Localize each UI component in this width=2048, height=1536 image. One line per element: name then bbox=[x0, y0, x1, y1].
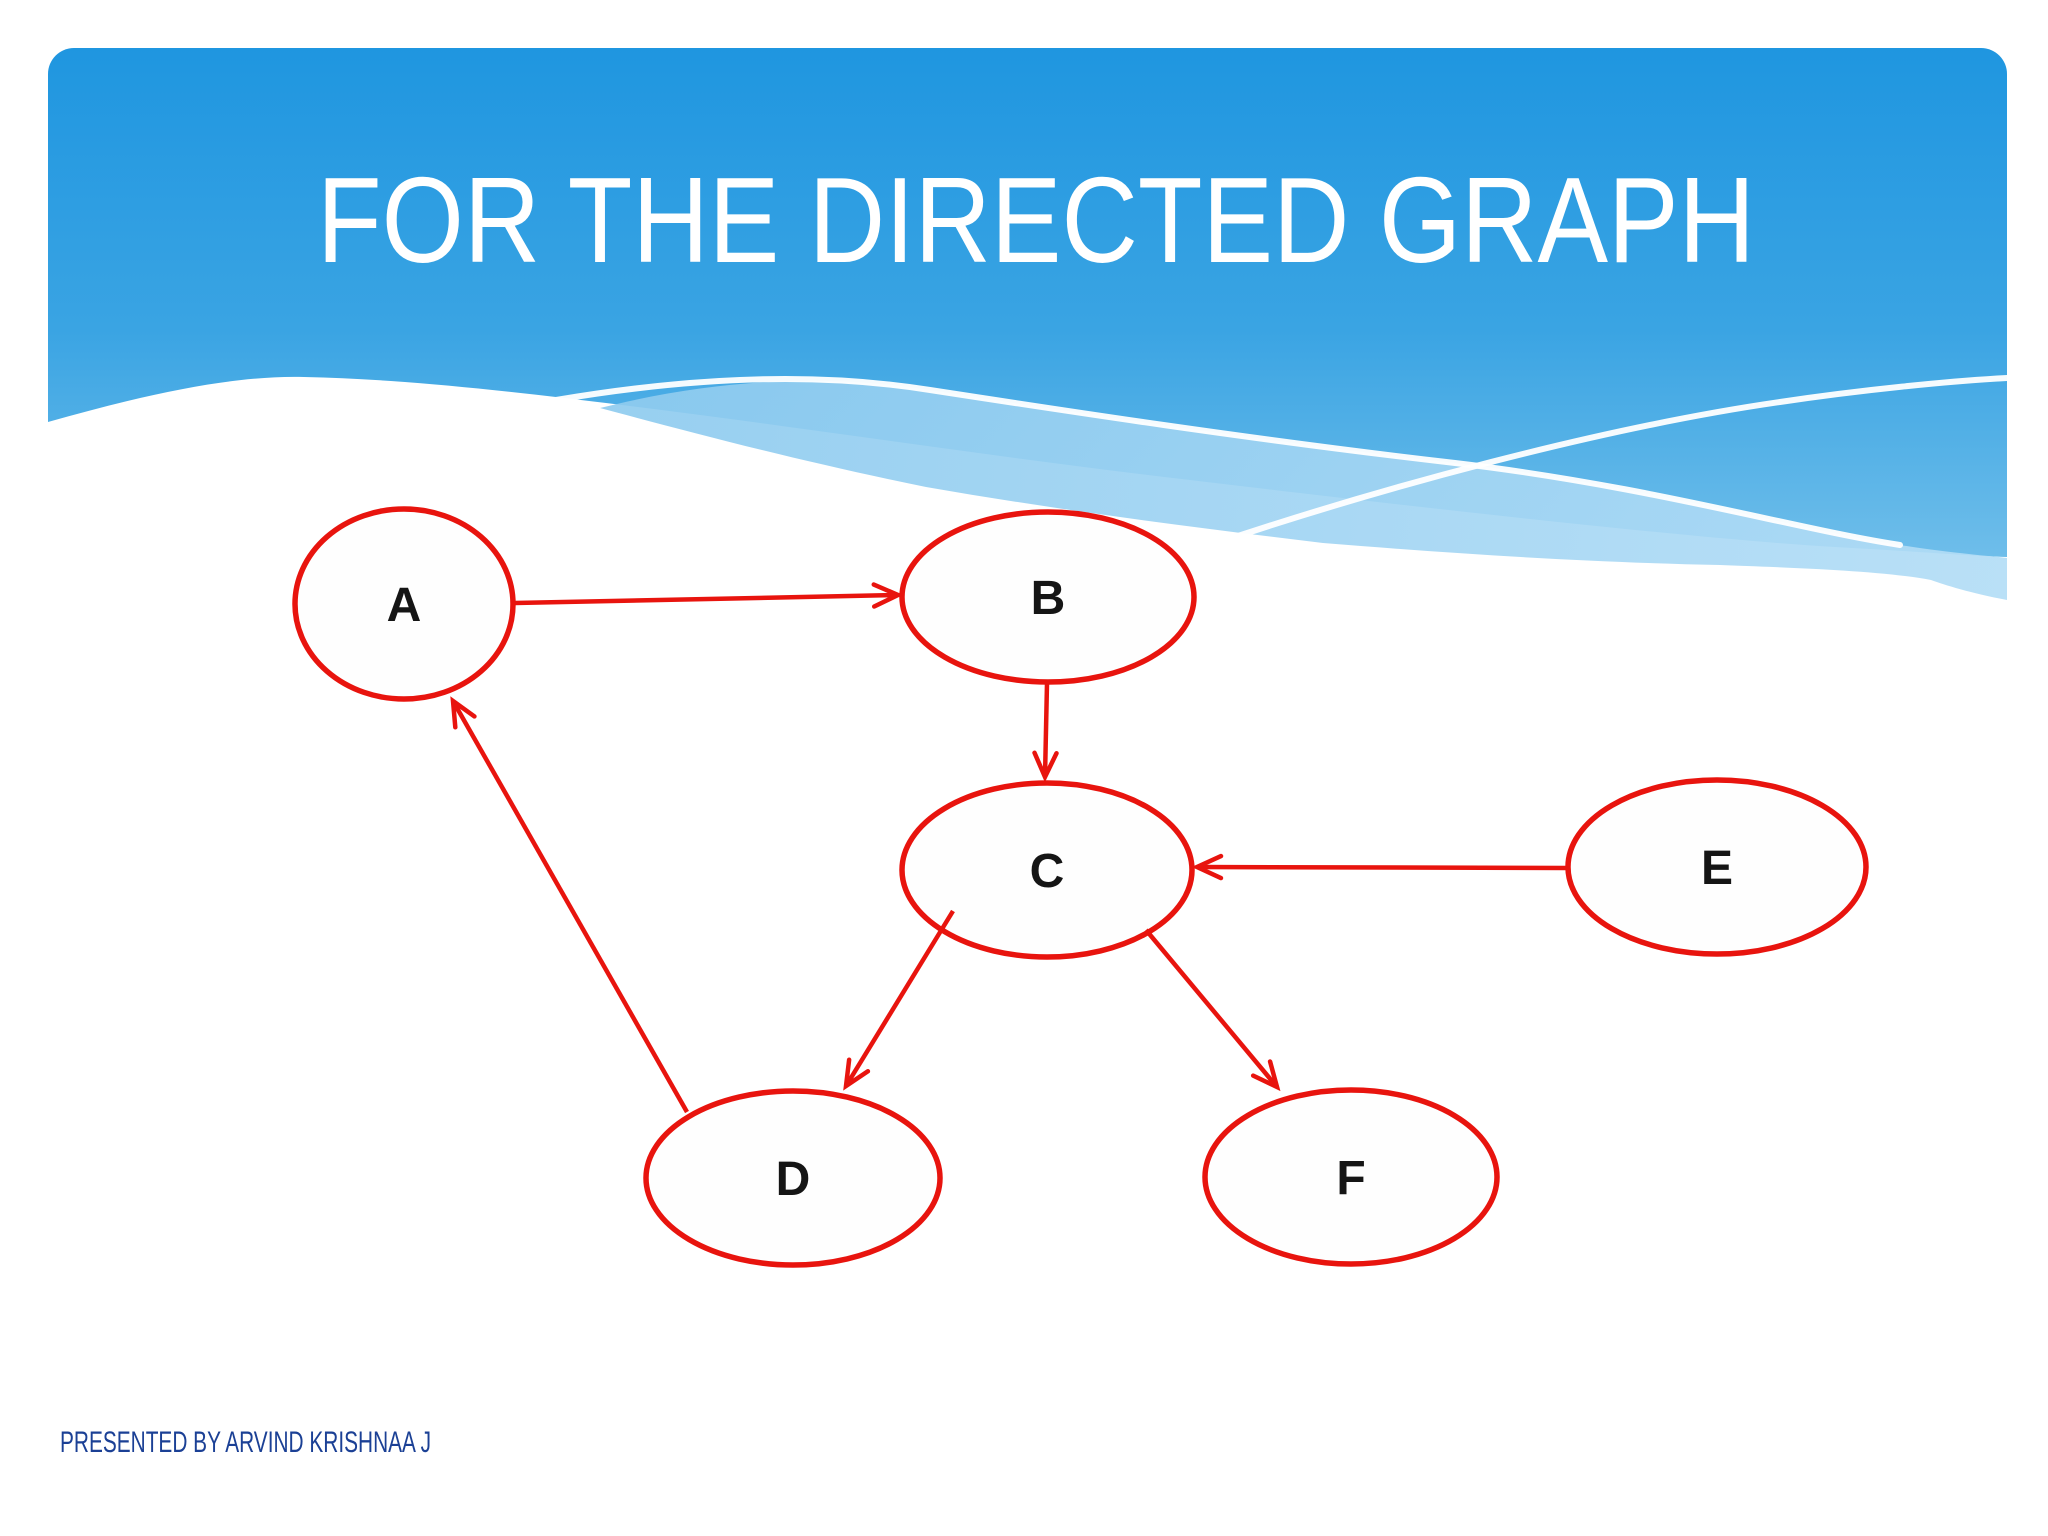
edge-E-to-C bbox=[1191, 853, 1568, 881]
footer-credit: PRESENTED BY ARVIND KRISHNAA J bbox=[60, 1426, 431, 1459]
edge-D-to-A bbox=[450, 696, 689, 1114]
graph-node-A: A bbox=[292, 506, 516, 702]
wave-white-line-ascending bbox=[1205, 375, 2007, 549]
node-A-label: A bbox=[387, 579, 422, 632]
edge-C-to-D bbox=[843, 909, 955, 1091]
graph-node-E: E bbox=[1565, 777, 1869, 957]
node-E-ellipse bbox=[1565, 777, 1869, 957]
edge-B-to-C bbox=[1032, 682, 1059, 783]
graph-node-D: D bbox=[643, 1088, 943, 1268]
node-D-ellipse bbox=[643, 1088, 943, 1268]
node-A-ellipse bbox=[292, 506, 516, 702]
wave-lightblue-shape bbox=[600, 380, 2007, 600]
node-C-label: C bbox=[1030, 845, 1065, 898]
directed-graph: A B C D E F bbox=[292, 506, 1869, 1268]
header-blue-shape bbox=[48, 48, 2007, 557]
node-B-label: B bbox=[1031, 572, 1066, 625]
graph-node-B: B bbox=[899, 509, 1197, 685]
slide-title: FOR THE DIRECTED GRAPH bbox=[317, 152, 1755, 288]
graph-node-F: F bbox=[1202, 1087, 1500, 1267]
node-F-label: F bbox=[1336, 1152, 1365, 1205]
header-wave-banner bbox=[48, 48, 2007, 600]
node-E-label: E bbox=[1701, 842, 1733, 895]
edge-A-to-B bbox=[514, 582, 904, 609]
edge-C-to-F bbox=[1144, 928, 1281, 1092]
node-D-label: D bbox=[776, 1153, 811, 1206]
wave-white-line-descending bbox=[553, 376, 1903, 548]
node-F-ellipse bbox=[1202, 1087, 1500, 1267]
